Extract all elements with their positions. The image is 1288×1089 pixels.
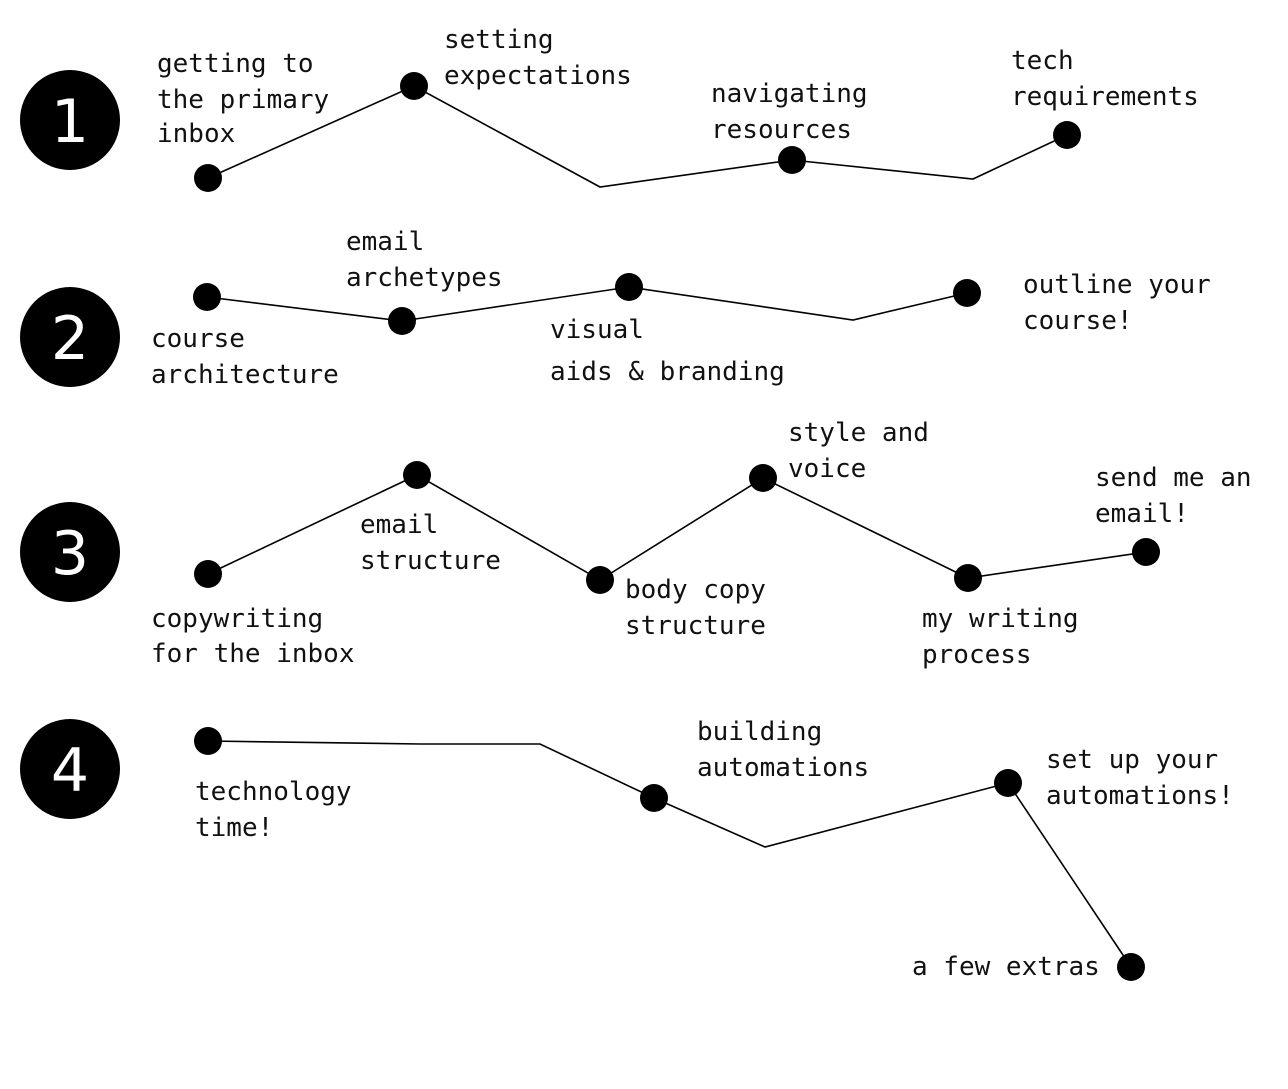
lesson-label: setting expectations <box>444 25 632 91</box>
lesson-label: technology time! <box>195 777 367 843</box>
lesson-label: my writing process <box>922 604 1094 670</box>
module-number: 4 <box>51 736 89 806</box>
lesson-label: send me an email! <box>1095 463 1267 529</box>
lesson-dot <box>586 566 614 594</box>
lesson-label: getting to the primary inbox <box>157 49 345 149</box>
lesson-dot <box>994 769 1022 797</box>
module-badge <box>20 502 120 602</box>
lesson-label: body copy structure <box>625 575 782 641</box>
lesson-dot <box>1053 121 1081 149</box>
lesson-label: email structure <box>360 510 501 576</box>
lesson-dot <box>400 72 428 100</box>
module-4: 4 technology time! building automations … <box>20 717 1234 982</box>
lesson-dot <box>778 146 806 174</box>
lesson-dot <box>749 464 777 492</box>
lesson-dot <box>388 307 416 335</box>
module-badge <box>20 70 120 170</box>
lesson-label: outline your course! <box>1023 270 1227 336</box>
lesson-label: a few extras <box>912 952 1100 982</box>
lesson-label: tech requirements <box>1011 46 1199 112</box>
module-1: 1 getting to the primary inbox setting e… <box>20 25 1199 192</box>
lesson-dot <box>194 727 222 755</box>
module-number: 3 <box>51 519 89 589</box>
module-badge <box>20 719 120 819</box>
lesson-dot <box>193 283 221 311</box>
module-number: 1 <box>51 87 89 157</box>
module-3: 3 copywriting for the inbox email struct… <box>20 418 1267 670</box>
lesson-label: email archetypes <box>346 227 503 293</box>
module-path <box>207 85 1068 188</box>
module-path <box>207 474 1147 581</box>
lesson-dot <box>403 461 431 489</box>
module-path <box>207 740 1132 968</box>
lesson-dot <box>194 164 222 192</box>
module-badge <box>20 287 120 387</box>
lesson-label: navigating resources <box>711 79 883 145</box>
lesson-dot <box>640 784 668 812</box>
module-number: 2 <box>51 304 89 374</box>
lesson-label: set up your automations! <box>1046 745 1234 811</box>
lesson-label: visual aids & branding <box>550 315 785 387</box>
lesson-dot <box>1117 953 1145 981</box>
lesson-dot <box>954 564 982 592</box>
lesson-label: copywriting for the inbox <box>151 604 355 669</box>
lesson-dot <box>615 273 643 301</box>
lesson-dot <box>1132 538 1160 566</box>
lesson-dot <box>953 279 981 307</box>
lesson-dot <box>194 560 222 588</box>
lesson-label: course architecture <box>151 324 339 390</box>
module-2: 2 course architecture email archetypes v… <box>20 227 1227 390</box>
lesson-label: style and voice <box>788 418 945 484</box>
lesson-label: building automations <box>697 717 869 783</box>
